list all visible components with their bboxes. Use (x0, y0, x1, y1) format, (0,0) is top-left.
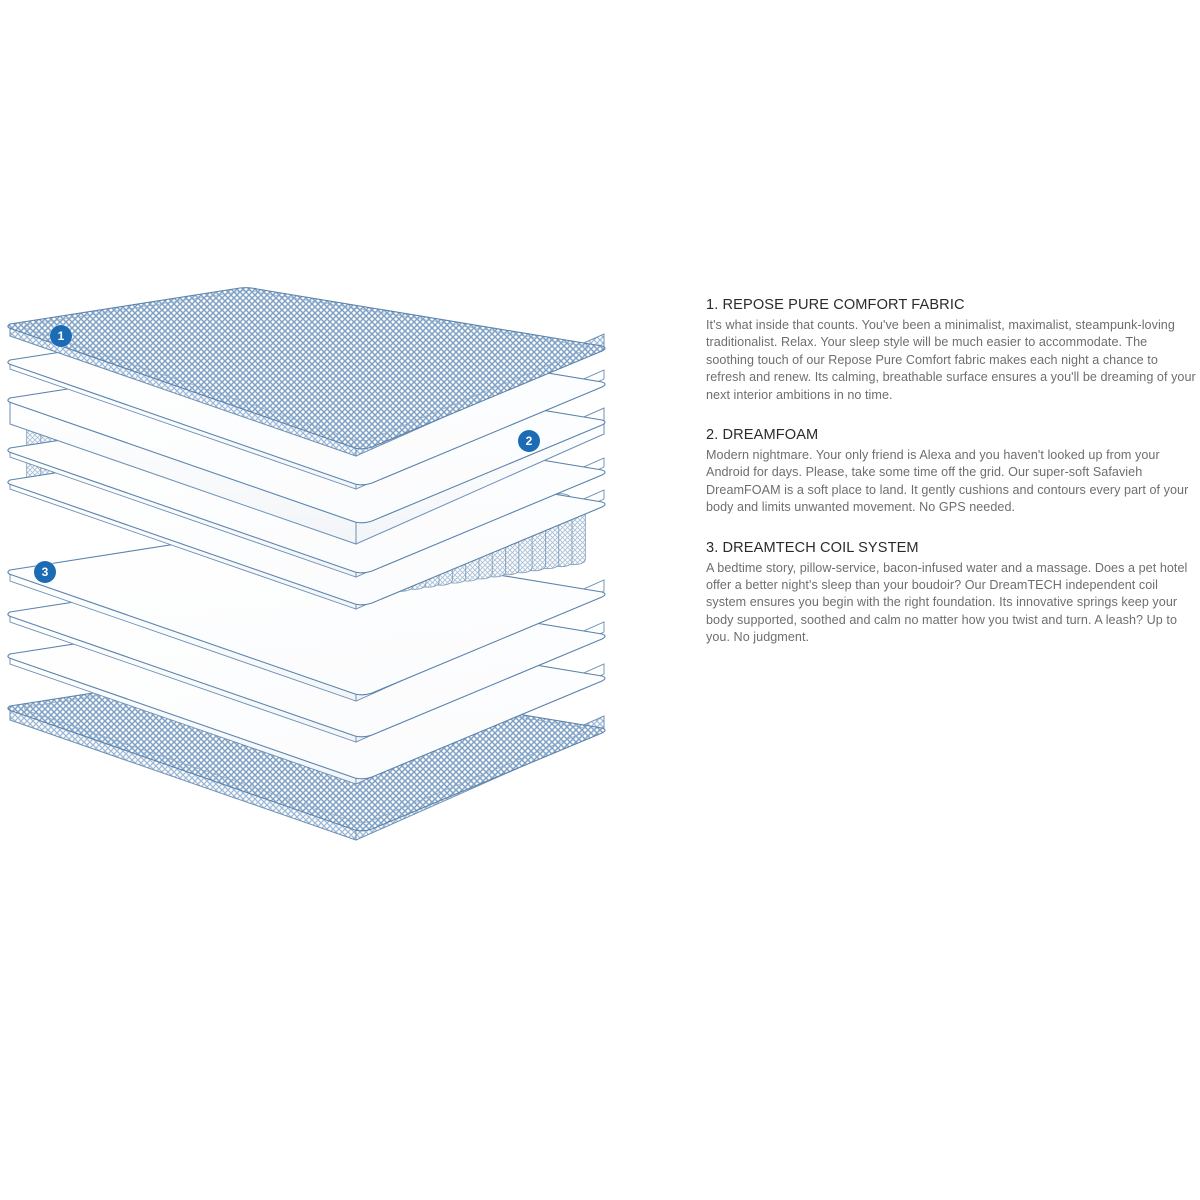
mattress-diagram-svg (7, 287, 606, 841)
feature-block-repose-pure-comfort-fabric: 1. REPOSE PURE COMFORT FABRIC It's what … (706, 296, 1196, 404)
feature-block-dreamfoam: 2. DREAMFOAM Modern nightmare. Your only… (706, 426, 1196, 517)
mattress-layers-diagram (0, 280, 680, 1000)
feature-title-1: 1. REPOSE PURE COMFORT FABRIC (706, 297, 965, 313)
callout-badge-1[interactable]: 1 (50, 325, 72, 347)
callout-badge-3[interactable]: 3 (34, 561, 56, 583)
feature-title-3: 3. DREAMTECH COIL SYSTEM (706, 539, 919, 556)
feature-block-dreamtech-coil-system: 3. DREAMTECH COIL SYSTEM A bedtime story… (706, 539, 1196, 647)
feature-body-3: A bedtime story, pillow-service, bacon-i… (706, 560, 1188, 645)
callout-badge-2[interactable]: 2 (518, 430, 540, 452)
feature-body-2: Modern nightmare. Your only friend is Al… (706, 448, 1189, 515)
feature-title-2: 2. DREAMFOAM (706, 427, 819, 444)
layer-cover-fabric-top (7, 287, 606, 457)
feature-descriptions: 1. REPOSE PURE COMFORT FABRIC It's what … (706, 296, 1196, 647)
feature-body-1: It's what inside that counts. You've bee… (706, 318, 1196, 402)
